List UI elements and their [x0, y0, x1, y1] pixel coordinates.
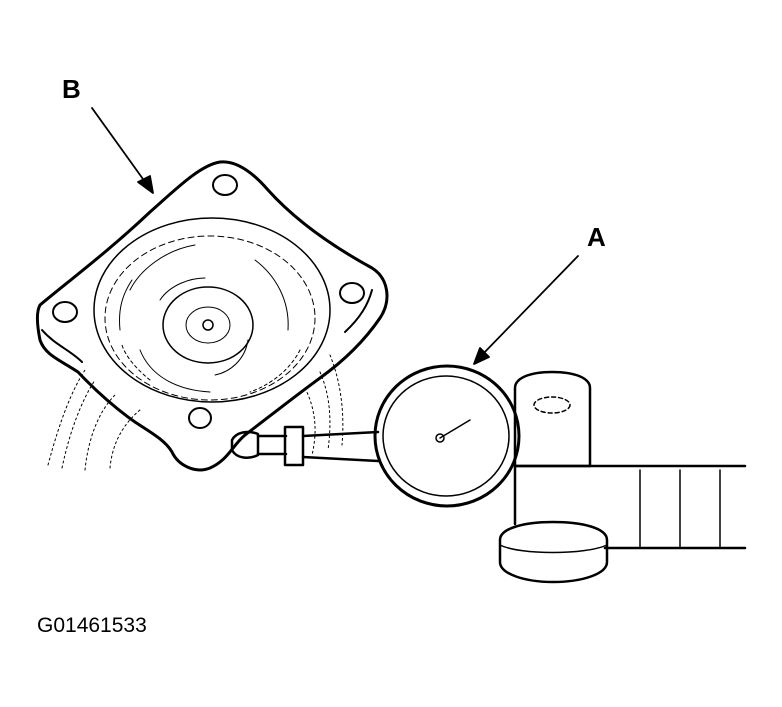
bore-inner	[162, 286, 254, 364]
bore-outer	[93, 217, 331, 403]
bolt-hole-left	[52, 301, 78, 323]
stand-arm-segments	[639, 469, 721, 549]
callout-label-a: A	[587, 222, 606, 252]
flange-edge	[41, 289, 373, 363]
stem-collar	[283, 425, 305, 467]
stand-arm	[513, 464, 747, 550]
stand-knob-top-cap	[533, 396, 571, 414]
indicator-barrel	[301, 430, 380, 463]
flange-outline	[35, 160, 389, 472]
leader-b	[91, 107, 149, 187]
leader-b-arrowhead	[137, 175, 154, 194]
stand-knob-bottom-rim	[499, 544, 608, 554]
stand-knob-bottom	[498, 520, 609, 584]
callout-leaders	[91, 107, 579, 365]
dial-pivot	[435, 433, 445, 443]
indicator-stand	[498, 370, 747, 584]
bolt-hole-bottom	[188, 407, 212, 429]
bore-center	[185, 306, 231, 344]
figure-id: G01461533	[37, 614, 147, 637]
dial-indicator-a	[256, 364, 521, 508]
bore-shading	[119, 244, 301, 393]
indicator-stem	[256, 434, 288, 456]
dial-bezel	[382, 375, 510, 497]
dial-face	[373, 364, 521, 508]
stand-knob-top	[513, 370, 592, 468]
leader-a-arrowhead	[473, 347, 490, 365]
dial-needle	[439, 419, 471, 439]
leader-a	[479, 255, 579, 358]
flange-cover-b	[35, 160, 389, 472]
bore-center-dot	[202, 319, 214, 331]
bore-mid	[104, 235, 316, 401]
callout-label-b: B	[62, 74, 81, 104]
bolt-hole-right	[339, 282, 365, 304]
bolt-hole-top	[212, 174, 238, 196]
